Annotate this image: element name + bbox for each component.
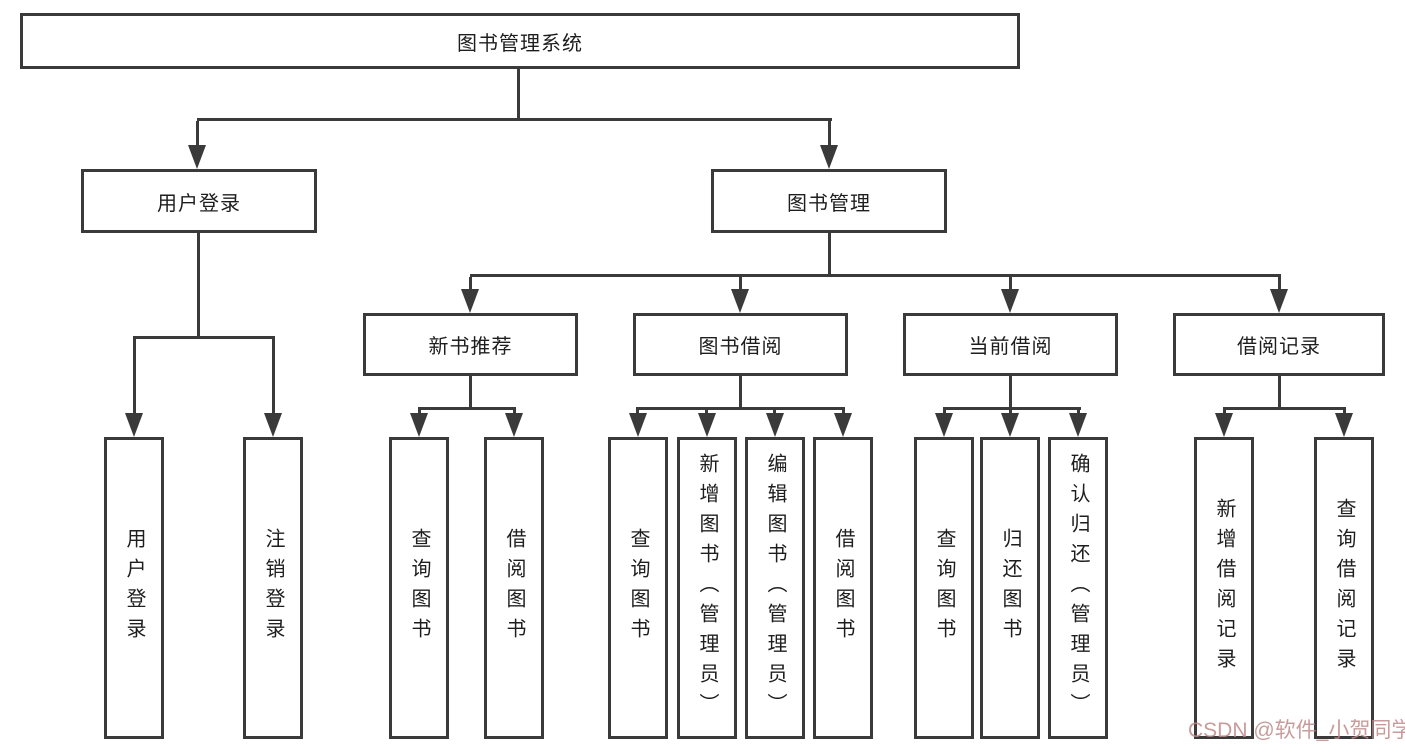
arrow-down-icon	[1069, 413, 1087, 437]
node-label: 借阅记录	[1237, 336, 1321, 358]
connector-line	[773, 409, 776, 416]
arrow-down-icon	[834, 413, 852, 437]
node-label: 图书管理系统	[457, 32, 583, 55]
connector-line	[1077, 409, 1080, 416]
connector-line	[739, 375, 742, 407]
arrow-down-icon	[505, 413, 523, 437]
arrow-down-icon	[264, 413, 282, 437]
connector-line	[418, 407, 516, 410]
node-label: 查询图书	[933, 528, 955, 648]
connector-line	[418, 409, 421, 416]
arrow-down-icon	[461, 289, 479, 313]
node-borrow-record: 借阅记录	[1173, 313, 1385, 376]
node-label: 图书借阅	[698, 336, 783, 358]
connector-line	[1278, 277, 1281, 291]
connector-line	[1223, 407, 1346, 410]
node-label: 确认归还（管理员）	[1067, 453, 1089, 723]
leaf-query-books-3: 查询图书	[914, 437, 974, 739]
connector-line	[705, 409, 708, 416]
node-label: 查询图书	[408, 528, 430, 648]
leaf-logout: 注销登录	[243, 437, 303, 739]
arrow-down-icon	[766, 413, 784, 437]
connector-line	[197, 233, 200, 336]
leaf-borrow-books: 借阅图书	[484, 437, 544, 739]
arrow-down-icon	[1215, 413, 1233, 437]
connector-line	[1009, 277, 1012, 291]
arrow-down-icon	[935, 413, 953, 437]
node-current-borrow: 当前借阅	[903, 313, 1118, 376]
node-label: 归还图书	[999, 528, 1021, 648]
leaf-edit-books-admin: 编辑图书（管理员）	[745, 437, 805, 739]
leaf-query-books-2: 查询图书	[608, 437, 668, 739]
arrow-down-icon	[125, 413, 143, 437]
leaf-query-borrow-record: 查询借阅记录	[1314, 437, 1374, 739]
connector-line	[943, 409, 946, 416]
csdn-watermark: CSDN @软件_小贺同学	[1188, 719, 1405, 742]
arrow-down-icon	[698, 413, 716, 437]
node-label: 新书推荐	[428, 336, 513, 358]
node-label: 查询借阅记录	[1333, 498, 1355, 678]
arrow-down-icon	[820, 145, 838, 169]
connector-line	[470, 274, 1281, 277]
node-label: 用户登录	[157, 192, 241, 215]
arrow-down-icon	[410, 413, 428, 437]
node-label: 编辑图书（管理员）	[764, 453, 786, 723]
node-label: 图书管理	[787, 192, 871, 215]
connector-line	[469, 277, 472, 291]
connector-line	[197, 118, 832, 121]
connector-line	[517, 69, 520, 118]
node-library-system: 图书管理系统	[20, 13, 1020, 69]
node-label: 新增图书（管理员）	[696, 453, 718, 723]
connector-line	[636, 409, 639, 416]
connector-line	[1009, 375, 1012, 407]
arrow-down-icon	[1001, 289, 1019, 313]
connector-line	[513, 409, 516, 416]
leaf-return-books: 归还图书	[980, 437, 1040, 739]
arrow-down-icon	[629, 413, 647, 437]
node-label: 用户登录	[123, 528, 145, 648]
node-user-login: 用户登录	[81, 169, 317, 233]
node-new-book-recommend: 新书推荐	[363, 313, 578, 376]
node-label: 查询图书	[627, 528, 649, 648]
connector-line	[828, 233, 831, 274]
connector-line	[1278, 375, 1281, 407]
connector-line	[272, 339, 275, 415]
arrow-down-icon	[731, 289, 749, 313]
connector-line	[196, 121, 199, 147]
connector-line	[1223, 409, 1226, 416]
arrow-down-icon	[1001, 413, 1019, 437]
node-label: 借阅图书	[832, 528, 854, 648]
node-label: 新增借阅记录	[1213, 498, 1235, 678]
arrow-down-icon	[1270, 289, 1288, 313]
arrow-down-icon	[188, 145, 206, 169]
node-label: 借阅图书	[503, 528, 525, 648]
leaf-add-books-admin: 新增图书（管理员）	[677, 437, 737, 739]
connector-line	[133, 339, 136, 415]
node-book-borrow: 图书借阅	[633, 313, 848, 376]
leaf-borrow-books-2: 借阅图书	[813, 437, 873, 739]
connector-line	[943, 407, 1081, 410]
node-label: 注销登录	[262, 528, 284, 648]
connector-line	[1009, 409, 1012, 416]
connector-line	[842, 409, 845, 416]
connector-line	[1343, 409, 1346, 416]
leaf-user-login: 用户登录	[104, 437, 164, 739]
leaf-confirm-return-admin: 确认归还（管理员）	[1048, 437, 1108, 739]
connector-line	[133, 336, 275, 339]
connector-line	[469, 375, 472, 407]
leaf-add-borrow-record: 新增借阅记录	[1194, 437, 1254, 739]
node-label: 当前借阅	[968, 336, 1053, 358]
leaf-query-books: 查询图书	[389, 437, 449, 739]
connector-line	[828, 121, 831, 147]
node-book-management: 图书管理	[711, 169, 947, 233]
connector-line	[636, 407, 845, 410]
connector-line	[739, 277, 742, 291]
arrow-down-icon	[1335, 413, 1353, 437]
